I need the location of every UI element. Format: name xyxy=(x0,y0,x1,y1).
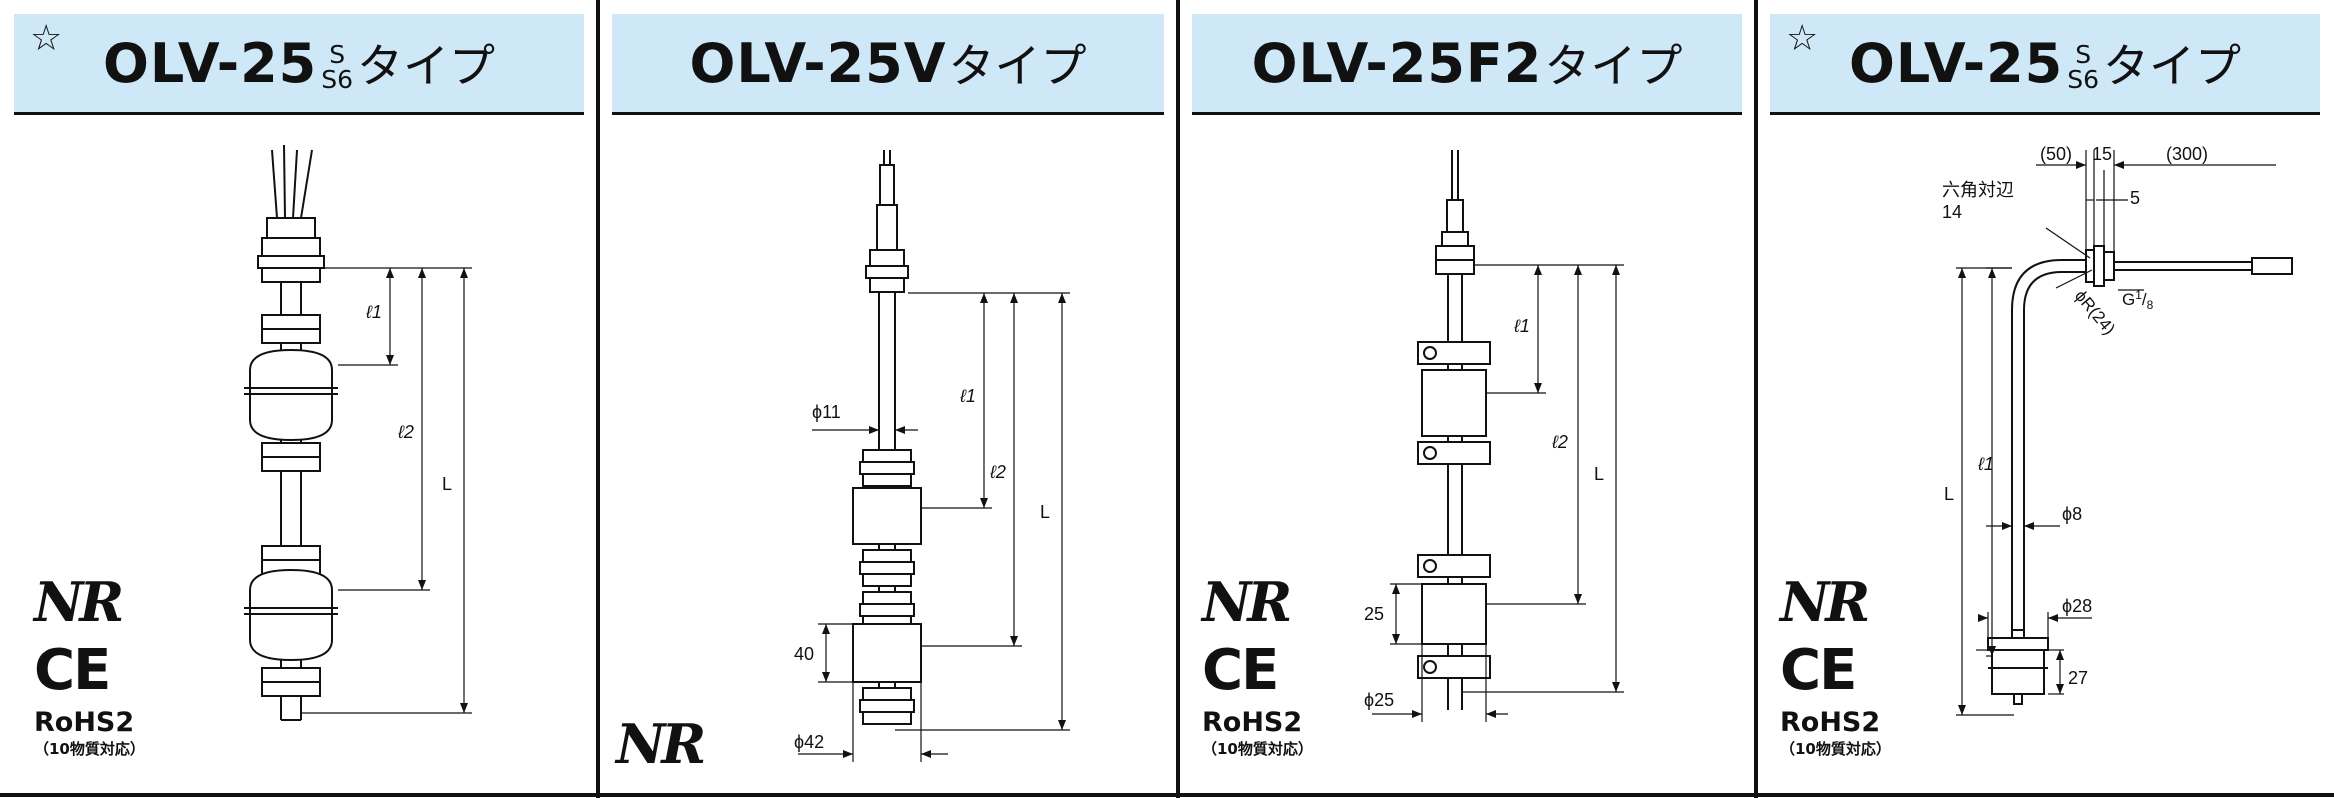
type-suffix: タイプ xyxy=(357,39,496,93)
panel-title: OLV-25V タイプ xyxy=(689,30,1086,96)
ce-mark-icon: CE xyxy=(34,638,111,703)
dim-l1-label: ℓ1 xyxy=(959,386,976,406)
panel-title: OLV-25 S S6 タイプ xyxy=(103,30,495,96)
dim-d11-label: ϕ11 xyxy=(812,402,841,422)
drawing-olv-25-s: ℓ1 ℓ2 L xyxy=(244,144,472,721)
dim-5-label: 5 xyxy=(2130,188,2140,208)
dim-radius-label: ϕR(24) xyxy=(2071,286,2119,338)
drawing-olv-25f2: ℓ1 ℓ2 L 25 ϕ25 xyxy=(1364,150,1624,722)
dim-15-label: 15 xyxy=(2092,144,2112,164)
rohs-note: （10物質対応） xyxy=(1202,740,1313,758)
model-name: OLV-25 xyxy=(1848,31,2064,95)
panel-olv-25-s-bent: ☆ OLV-25 S S6 タイプ xyxy=(1756,0,2334,798)
dim-L-label: L xyxy=(1944,484,1954,504)
model-variants: S S6 xyxy=(321,42,353,92)
dim-300-label: (300) xyxy=(2166,144,2208,164)
dim-l2-label: ℓ2 xyxy=(397,422,414,442)
drawing-olv-25v: ϕ11 ℓ1 ℓ2 L 40 ϕ42 xyxy=(794,150,1070,762)
dim-d8-label: ϕ8 xyxy=(2062,504,2082,524)
panel-olv-25f2: OLV-25F2 タイプ xyxy=(1178,0,1756,798)
panel-header: OLV-25F2 タイプ xyxy=(1192,14,1742,115)
panel-divider xyxy=(1176,0,1180,798)
type-suffix: タイプ xyxy=(948,39,1087,93)
ce-mark-icon: CE xyxy=(1202,638,1279,703)
thread-g-label: G1/8 xyxy=(2122,288,2154,312)
dim-L-label: L xyxy=(442,474,452,494)
dim-27-label: 27 xyxy=(2068,668,2088,688)
model-variants: S S6 xyxy=(2067,42,2099,92)
dim-l1-label: ℓ1 xyxy=(365,302,382,322)
nr-mark-icon: NR xyxy=(1202,570,1292,634)
dim-L-label: L xyxy=(1594,464,1604,484)
dim-h25-label: 25 xyxy=(1364,604,1384,624)
panel-divider xyxy=(1754,0,1758,798)
dim-50-label: (50) xyxy=(2040,144,2072,164)
certifications: NR xyxy=(616,712,706,776)
panel-header: ☆ OLV-25 S S6 タイプ xyxy=(1770,14,2320,115)
panel-header: ☆ OLV-25 S S6 タイプ xyxy=(14,14,584,115)
model-name: OLV-25 xyxy=(102,31,318,95)
type-suffix: タイプ xyxy=(1544,39,1683,93)
rohs-label: RoHS2 xyxy=(34,707,135,738)
variant-s6: S6 xyxy=(2067,65,2100,94)
variant-s: S xyxy=(329,40,346,69)
star-icon: ☆ xyxy=(1786,18,1819,59)
ce-mark-icon: CE xyxy=(1780,638,1857,703)
model-name: OLV-25V xyxy=(689,31,947,95)
type-suffix: タイプ xyxy=(2103,39,2242,93)
panel-divider xyxy=(596,0,600,798)
dim-l1-label: ℓ1 xyxy=(1977,454,1994,474)
dim-h40-label: 40 xyxy=(794,644,814,664)
panel-title: OLV-25 S S6 タイプ xyxy=(1849,30,2241,96)
dim-d25-label: ϕ25 xyxy=(1364,690,1394,710)
model-name: OLV-25F2 xyxy=(1251,31,1543,95)
rohs-label: RoHS2 xyxy=(1202,707,1303,738)
star-icon: ☆ xyxy=(30,18,63,59)
dim-l2-label: ℓ2 xyxy=(1551,432,1568,452)
certifications: NR CE RoHS2 （10物質対応） xyxy=(34,570,145,759)
variant-s6: S6 xyxy=(321,65,354,94)
dim-l1-label: ℓ1 xyxy=(1513,316,1530,336)
nr-mark-icon: NR xyxy=(34,570,124,634)
dim-d28-label: ϕ28 xyxy=(2062,596,2092,616)
panel-olv-25v: OLV-25V タイプ xyxy=(598,0,1178,798)
nr-mark-icon: NR xyxy=(616,712,706,776)
hex-value: 14 xyxy=(1942,202,1962,222)
nr-mark-icon: NR xyxy=(1780,570,1870,634)
drawing-olv-25-s-bent: 六角対辺 14 (50) 15 (300) 5 G1/8 ϕR(24) L ℓ1… xyxy=(1942,144,2293,716)
dim-l2-label: ℓ2 xyxy=(989,462,1006,482)
panel-header: OLV-25V タイプ xyxy=(612,14,1164,115)
rohs-note: （10物質対応） xyxy=(1780,740,1891,758)
hex-label: 六角対辺 xyxy=(1942,180,2014,200)
dim-d42-label: ϕ42 xyxy=(794,732,824,752)
panel-title: OLV-25F2 タイプ xyxy=(1252,30,1683,96)
rohs-label: RoHS2 xyxy=(1780,707,1881,738)
rohs-note: （10物質対応） xyxy=(34,740,145,758)
variant-s: S xyxy=(2075,40,2092,69)
bottom-rule xyxy=(0,793,2334,797)
certifications: NR CE RoHS2 （10物質対応） xyxy=(1202,570,1313,759)
certifications: NR CE RoHS2 （10物質対応） xyxy=(1780,570,1891,759)
dim-L-label: L xyxy=(1040,502,1050,522)
panel-olv-25-s: ☆ OLV-25 S S6 タイプ xyxy=(0,0,598,798)
